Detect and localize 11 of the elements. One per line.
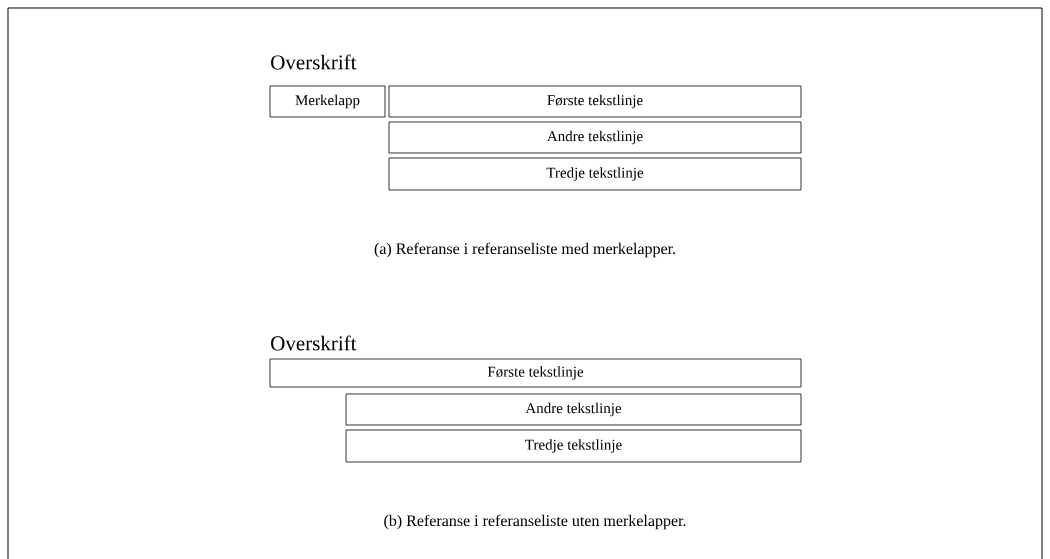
heading: Overskrift bbox=[271, 54, 357, 70]
figure-caption: (a) Referanse i referanseliste med merkelapper. bbox=[374, 242, 676, 258]
text-box: Andre tekstlinje bbox=[345, 393, 802, 426]
text-box: Tredje tekstlinje bbox=[345, 429, 802, 463]
text-box: Andre tekstlinje bbox=[388, 121, 802, 154]
text-box: Tredje tekstlinje bbox=[388, 157, 802, 191]
text-box: Merkelapp bbox=[269, 85, 386, 118]
text-box: Første tekstlinje bbox=[388, 85, 802, 118]
heading: Overskrift bbox=[271, 335, 357, 351]
figure-caption: (b) Referanse i referanseliste uten merkelapper. bbox=[384, 514, 686, 530]
text-box: Første tekstlinje bbox=[269, 358, 802, 388]
